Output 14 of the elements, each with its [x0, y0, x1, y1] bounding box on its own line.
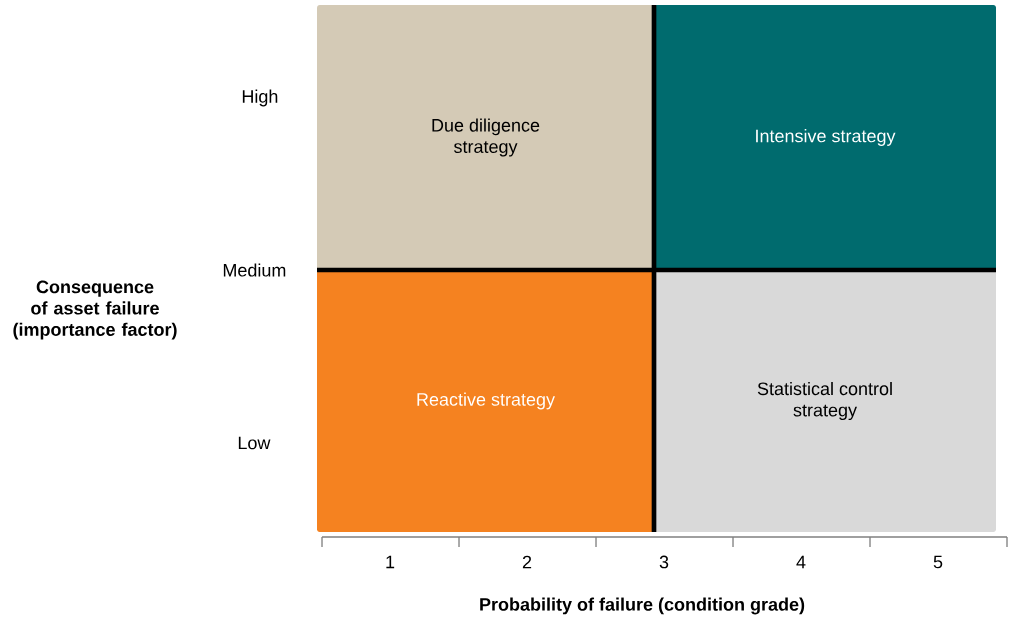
- axis-level-label: Low: [238, 436, 271, 450]
- axis-title: Consequence of asset failure (importance factor): [13, 280, 177, 340]
- quadrant-box: Statistical control strategy: [654, 270, 996, 532]
- tick-label: 5: [933, 555, 943, 569]
- tick-label: 2: [522, 555, 532, 569]
- axis-level-label: High: [242, 89, 278, 107]
- quadrant-box: Intensive strategy: [654, 5, 996, 270]
- quadrant-box: Reactive strategy: [317, 270, 654, 532]
- tick-label: 1: [386, 555, 395, 569]
- tick-label: 3: [659, 555, 669, 569]
- axis-title: Probability of failure (condition grade): [480, 597, 805, 615]
- quadrant-box: Due diligence strategy: [317, 5, 654, 270]
- axis-level-label: Medium: [223, 263, 286, 277]
- tick-label: 4: [796, 555, 806, 569]
